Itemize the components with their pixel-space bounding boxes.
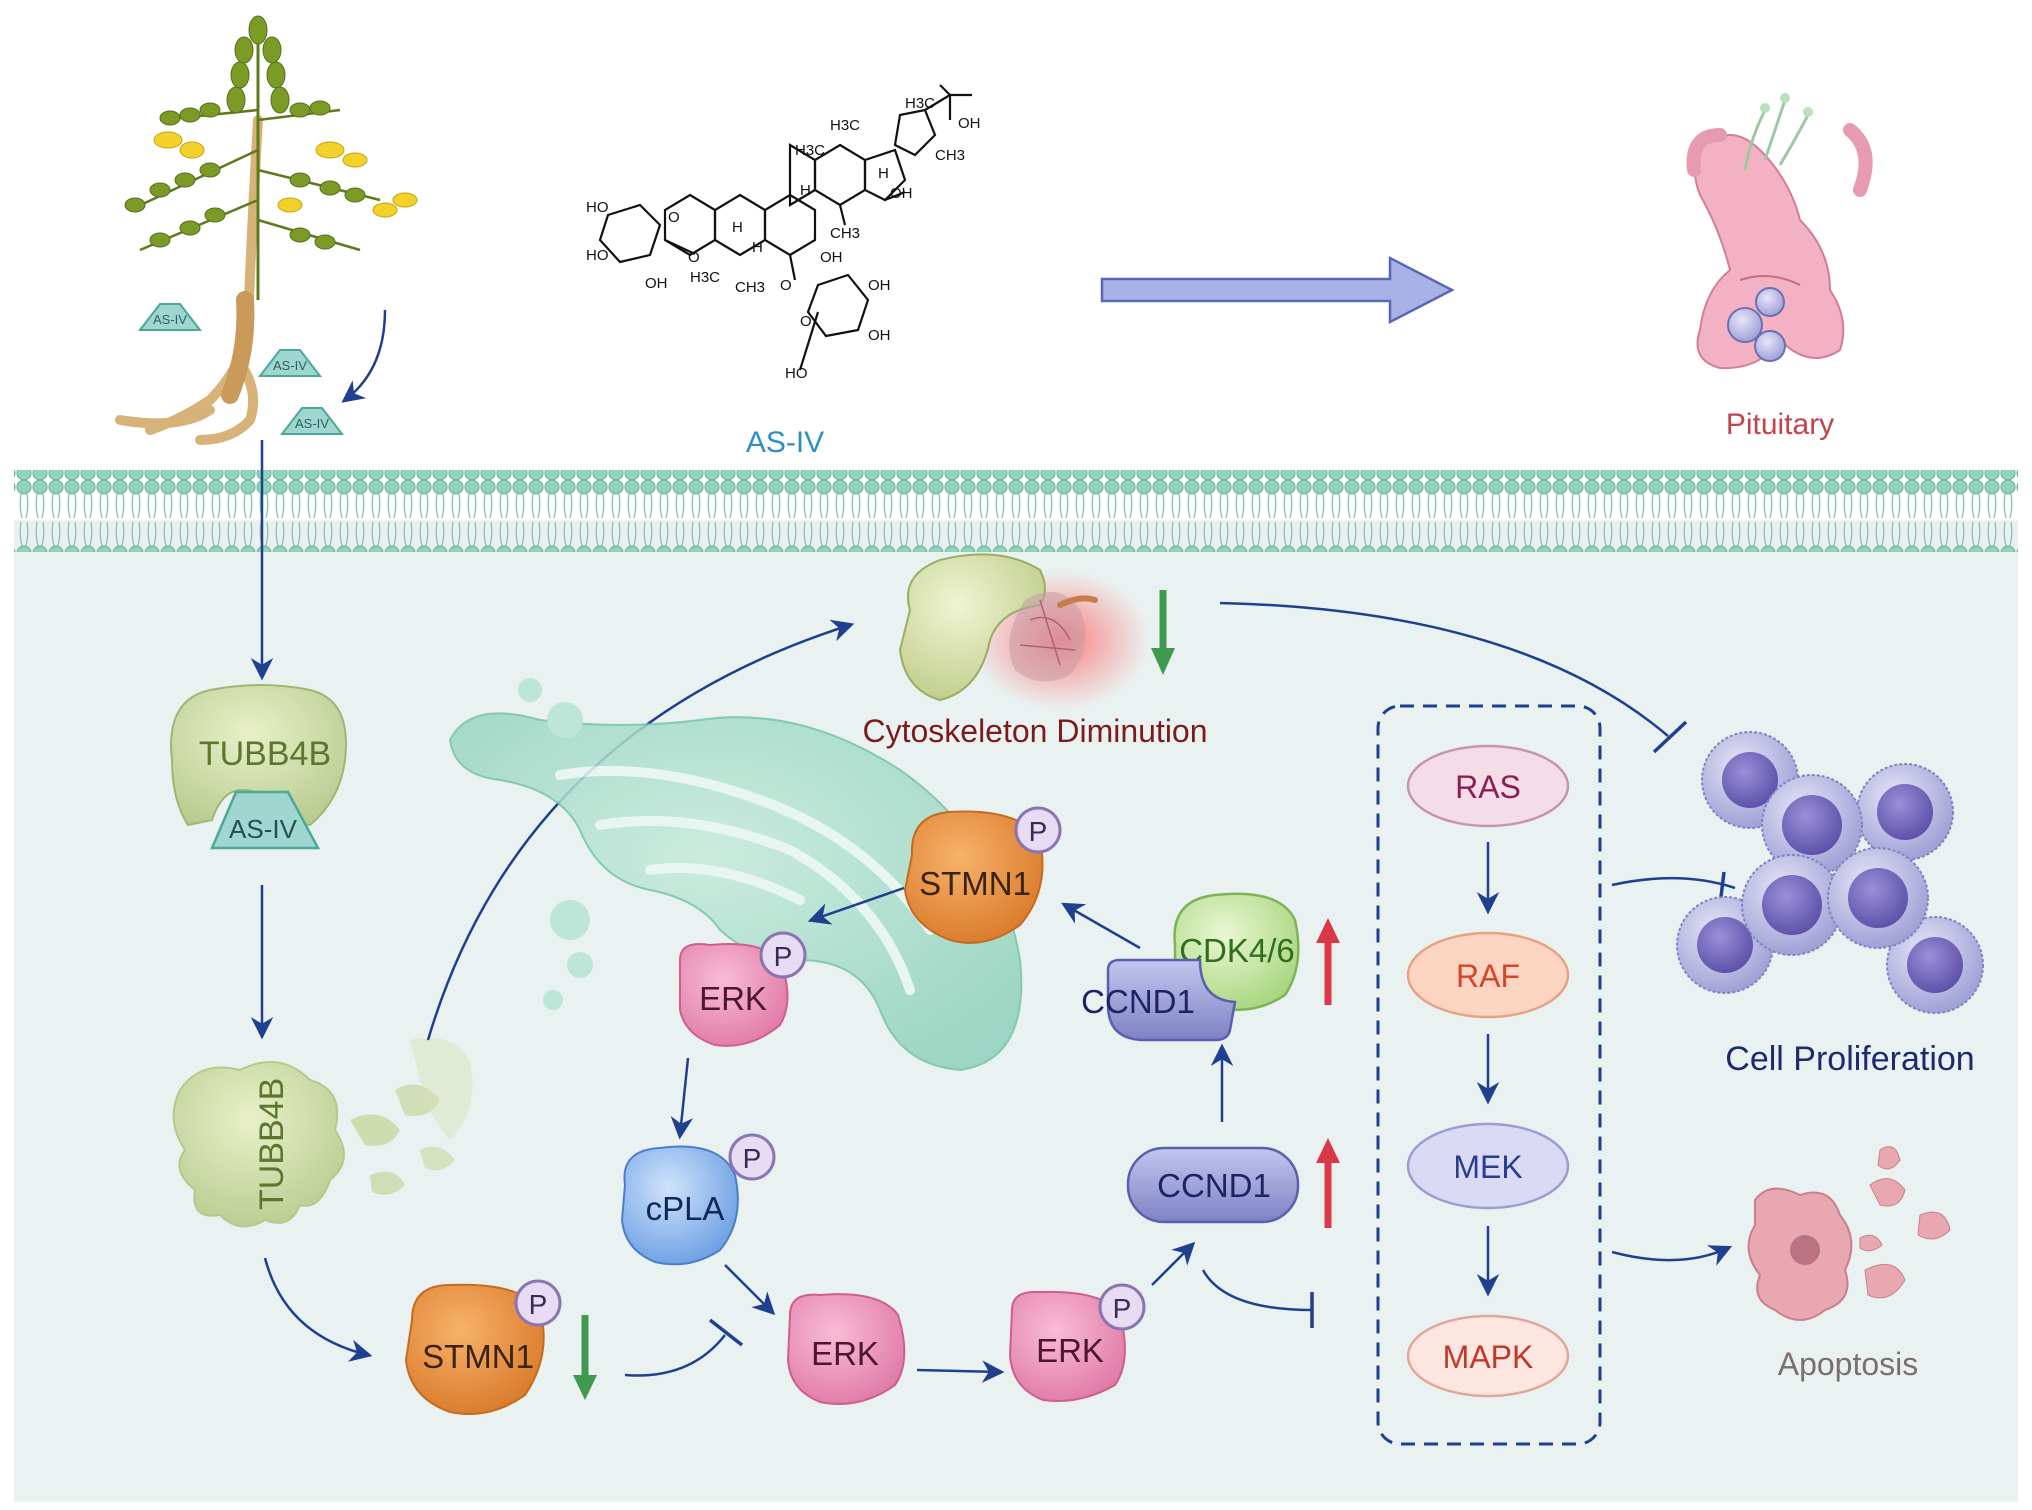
arrow-erk-to-perk [916, 1360, 1005, 1383]
svg-text:H: H [800, 182, 811, 199]
ccnd1-lower-protein: CCND1 [1126, 1146, 1300, 1224]
cascade-ras: RAS [1406, 744, 1570, 828]
svg-text:CCND1: CCND1 [1081, 983, 1195, 1020]
ccnd1-upper-protein: CCND1 [1081, 958, 1237, 1042]
tubb4b-bound-protein: TUBB4B [170, 684, 347, 827]
svg-text:RAF: RAF [1456, 958, 1520, 994]
svg-text:RAS: RAS [1455, 769, 1521, 805]
svg-text:MAPK: MAPK [1443, 1339, 1534, 1375]
svg-text:H3C: H3C [690, 269, 720, 286]
svg-text:O: O [780, 277, 792, 294]
cascade-mapk: MAPK [1406, 1314, 1570, 1398]
apoptosis-label: Apoptosis [1778, 1346, 1919, 1382]
compound-label: AS-IV [746, 426, 824, 459]
svg-text:CCND1: CCND1 [1157, 1167, 1271, 1204]
svg-text:STMN1: STMN1 [422, 1338, 534, 1375]
cytoskeleton-icon [898, 553, 1150, 710]
svg-text:H3C: H3C [795, 142, 825, 159]
svg-text:OH: OH [868, 327, 891, 344]
svg-text:H3C: H3C [905, 95, 935, 112]
arrow-degraded-to-stmn1 [263, 1257, 373, 1362]
cytoskeleton-label: Cytoskeleton Diminution [862, 713, 1207, 749]
arrow-stmn1-to-erk [807, 886, 905, 925]
svg-text:HO: HO [785, 365, 808, 382]
astragalus-plant-icon [115, 15, 418, 445]
svg-text:ERK: ERK [1036, 1332, 1104, 1369]
erk-mid-protein: ERK [786, 1293, 906, 1405]
svg-text:CH3: CH3 [735, 279, 765, 296]
arrow-perk-to-ccnd1 [1151, 1241, 1196, 1286]
cpla-protein: cPLA P [620, 1133, 776, 1266]
asiv-chip-3: AS-IV [279, 407, 345, 435]
svg-text:AS-IV: AS-IV [153, 312, 187, 327]
arrow-complex-to-stmn1 [1061, 902, 1141, 950]
svg-text:OH: OH [890, 185, 913, 202]
svg-text:HO: HO [586, 199, 609, 216]
stmn1-upper-protein: STMN1 P [903, 806, 1062, 944]
svg-text:P: P [774, 941, 793, 972]
svg-text:O: O [668, 209, 680, 226]
inhibit-cytoskeleton-to-proliferation [1219, 601, 1669, 737]
svg-text:P: P [1113, 1293, 1132, 1324]
svg-text:P: P [1029, 816, 1048, 847]
stmn1-bottom-protein: STMN1 P [404, 1279, 562, 1415]
apoptotic-cell-icon [1747, 1146, 1951, 1321]
svg-text:AS-IV: AS-IV [295, 416, 329, 431]
arrow-erk-to-cpla [670, 1057, 694, 1140]
svg-text:O: O [688, 249, 700, 266]
cascade-mek: MEK [1406, 1122, 1570, 1210]
arrow-cpla-to-erk [724, 1264, 776, 1316]
pituitary-icon [1686, 93, 1873, 370]
arrow-cascade-to-apoptosis [1611, 1245, 1733, 1266]
svg-text:P: P [529, 1289, 548, 1320]
svg-text:ERK: ERK [699, 980, 767, 1017]
asiv-molecule-atoms: H3C OH CH3 H3C H3C H OH H HO O H CH3 HO … [586, 95, 981, 382]
svg-text:STMN1: STMN1 [919, 865, 1031, 902]
mitochondrion-icon [448, 678, 1023, 1072]
svg-text:ERK: ERK [811, 1335, 879, 1372]
svg-text:CH3: CH3 [935, 147, 965, 164]
big-right-arrow [1100, 255, 1455, 325]
svg-text:TUBB4B: TUBB4B [199, 735, 331, 773]
proliferation-label: Cell Proliferation [1725, 1040, 1974, 1078]
proliferating-cells-icon [1676, 731, 1984, 1014]
svg-text:TUBB4B: TUBB4B [253, 1078, 291, 1210]
svg-text:OH: OH [868, 277, 891, 294]
tubb4b-ligand-chip: AS-IV [210, 790, 321, 850]
cell-membrane [14, 470, 2018, 552]
svg-text:HO: HO [586, 247, 609, 264]
mapk-cascade-box [1376, 704, 1602, 1446]
svg-text:H: H [752, 239, 763, 256]
asiv-molecule-structure [598, 84, 972, 371]
arrow-root-to-chip [341, 309, 387, 403]
svg-text:P: P [743, 1143, 762, 1174]
svg-text:CH3: CH3 [830, 225, 860, 242]
tubb4b-degraded-protein: TUBB4B [172, 1037, 473, 1228]
svg-text:H3C: H3C [830, 117, 860, 134]
asiv-chip-1: AS-IV [137, 303, 203, 331]
cascade-raf: RAF [1406, 931, 1570, 1019]
svg-text:cPLA: cPLA [646, 1190, 725, 1227]
svg-text:MEK: MEK [1453, 1149, 1522, 1185]
svg-text:AS-IV: AS-IV [229, 814, 298, 844]
pituitary-label: Pituitary [1726, 408, 1834, 441]
svg-text:H: H [732, 219, 743, 236]
svg-text:O: O [800, 313, 812, 330]
svg-text:OH: OH [645, 275, 668, 292]
svg-text:H: H [878, 165, 889, 182]
svg-text:AS-IV: AS-IV [273, 358, 307, 373]
erk-phospho-protein: ERK P [1008, 1283, 1146, 1402]
svg-text:OH: OH [958, 115, 981, 132]
inhibit-stmn1-to-erk [624, 1334, 726, 1377]
svg-text:OH: OH [820, 249, 843, 266]
erk-upper-protein: ERK P [679, 931, 807, 1047]
inhibit-perk-to-cascade [1201, 1269, 1313, 1312]
asiv-chip-2: AS-IV [257, 349, 323, 377]
